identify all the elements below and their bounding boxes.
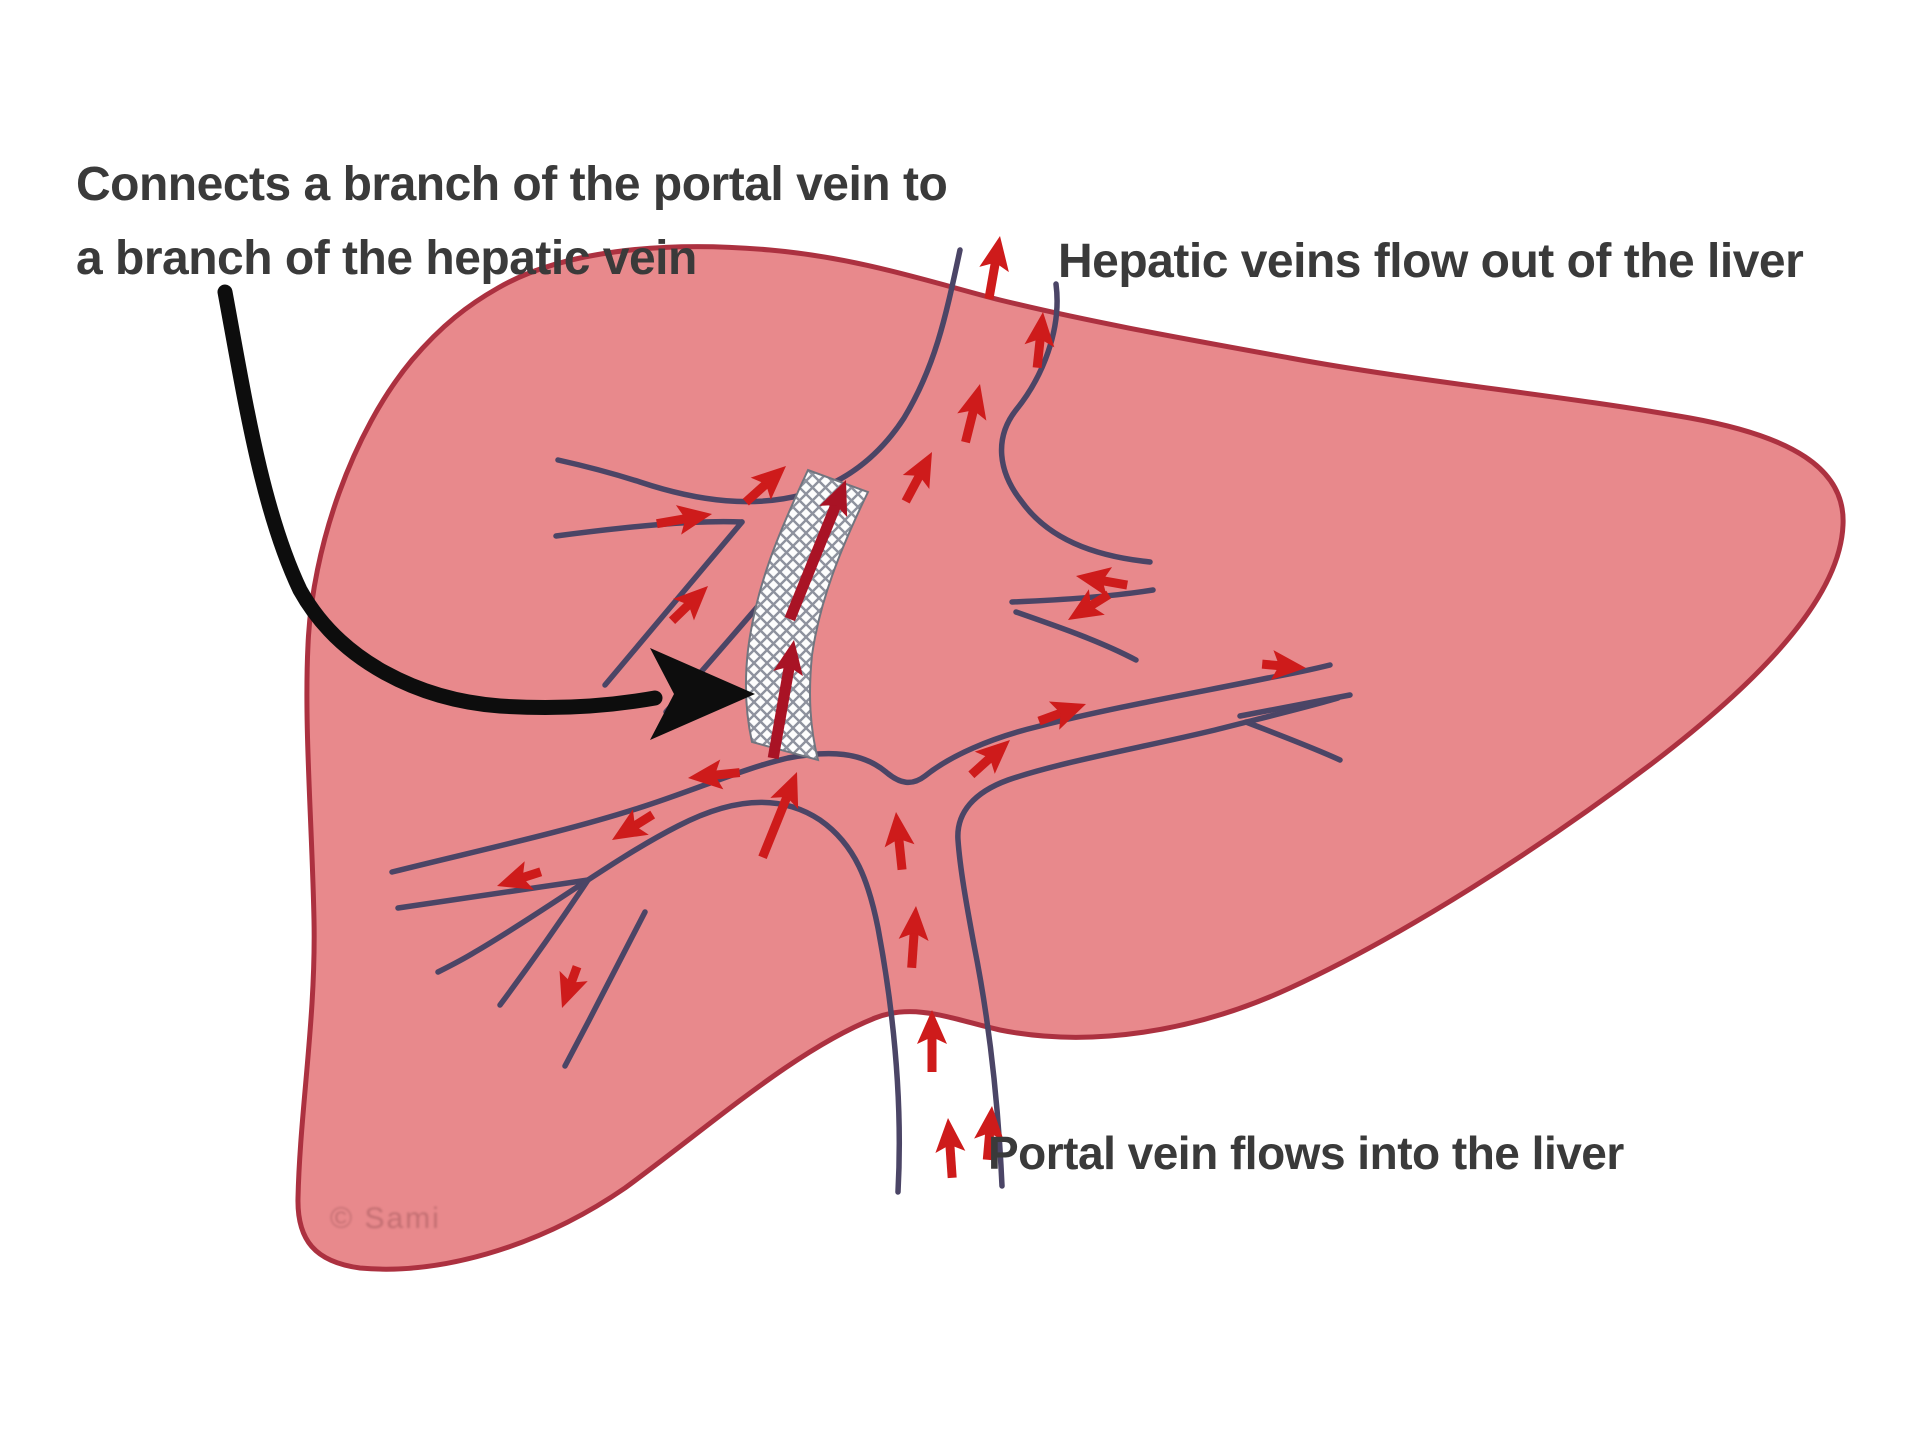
flow-arrow [668,586,708,624]
portal-bifurcation-upper-wall [389,662,1333,875]
label-stent-connects-line1: Connects a branch of the portal vein to [76,158,948,211]
callout-arrowhead [650,648,755,740]
watermark: © Sami [330,1202,441,1235]
tips-stent-mesh [744,468,870,762]
label-stent-connects: Connects a branch of the portal vein to … [76,148,948,296]
flow-arrow [1261,650,1306,680]
portal-left-branch-prong [562,909,648,1069]
flow-arrow [758,772,799,859]
portal-right-branch-chevron [1237,692,1353,719]
flow-arrow [1024,312,1055,369]
flow-arrow [1076,567,1128,597]
flow-arrow [656,505,712,535]
flow-arrow [898,906,929,969]
flow-arrow [1068,589,1112,620]
hepatic-left-branch-lower-wall [553,518,745,539]
flow-arrow [901,452,932,504]
portal-right-branch-prong [1243,719,1343,763]
flow-arrow [968,740,1010,779]
stent-flow-arrow [784,480,848,622]
label-portal-vein: Portal vein flows into the liver [988,1127,1624,1179]
flow-arrow [612,809,656,840]
callout-arrow-shaft [217,284,663,716]
hepatic-right-branch-prong [1013,609,1139,663]
flow-arrow [957,384,987,444]
flow-arrow [1037,701,1086,730]
flow-arrow [979,236,1009,300]
flow-arrow [688,759,741,790]
flow-arrows [497,236,1306,1179]
stent-flow-arrow [767,640,803,760]
flow-arrow [742,466,786,506]
flow-arrow [497,861,543,890]
flow-arrow [974,1106,1004,1161]
portal-left-branch-chevron [395,876,594,1008]
portal-trunk-right-wall [955,695,1341,1189]
flow-arrow [917,1010,947,1072]
flow-arrow [935,1118,966,1179]
callout-arrow [217,284,755,740]
flow-arrow [884,812,915,871]
hepatic-vein-right-wall [998,281,1153,565]
label-stent-connects-line2: a branch of the hepatic vein [76,232,697,285]
flow-arrow [559,965,588,1008]
portal-trunk-left-wall [435,799,903,1195]
liver-shape [295,244,1846,1272]
portal-vein-outlines [389,662,1353,1195]
label-hepatic-veins: Hepatic veins flow out of the liver [1058,235,1804,288]
